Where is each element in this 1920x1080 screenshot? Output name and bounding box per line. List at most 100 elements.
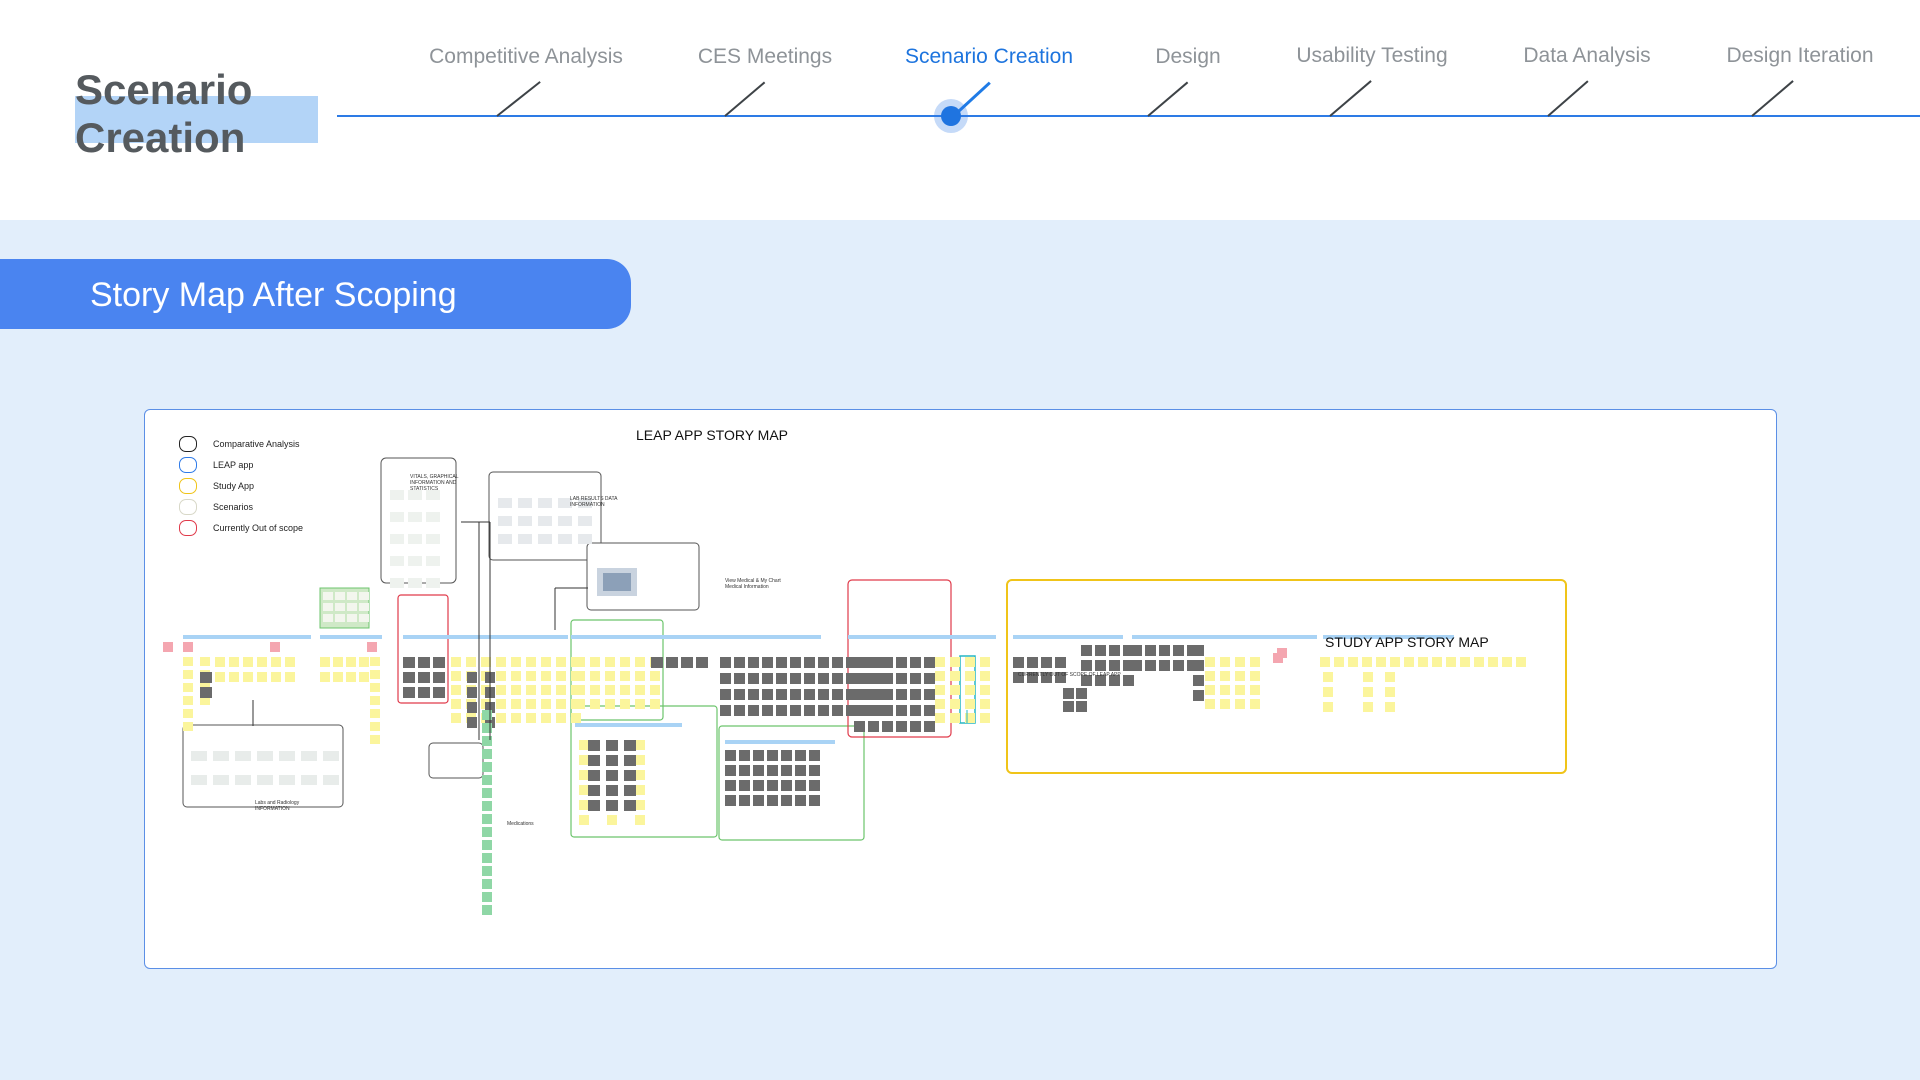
sticky-note [451,699,461,709]
sticky-note [271,657,281,667]
sticky-note [541,699,551,709]
sticky-note [767,750,778,761]
sticky-note [408,534,422,544]
sticky-note [762,705,773,716]
sticky-note [215,657,225,667]
sticky-note [846,657,857,668]
timeline-step-usability-testing[interactable]: Usability Testing [1296,44,1448,67]
sticky-note [874,657,885,668]
sticky-note [1446,657,1456,667]
timeline-step-design-iteration[interactable]: Design Iteration [1726,44,1874,67]
sticky-note [1323,687,1333,697]
sticky-note [496,671,506,681]
sticky-note [347,614,357,622]
epic-header-strip [1323,635,1409,639]
sticky-note [635,770,645,780]
sticky-note [579,755,589,765]
out-of-scope-note [183,642,193,652]
sticky-note [854,689,865,700]
sticky-note [1432,657,1442,667]
sticky-note [607,815,617,825]
sticky-note [370,722,380,731]
sticky-note [467,672,477,683]
sticky-note [910,689,921,700]
sticky-note [538,498,552,508]
sticky-note [335,603,345,611]
sticky-note [935,713,945,723]
sticky-note [408,578,422,588]
sticky-note [575,657,585,667]
sticky-note [346,672,356,682]
sticky-note [579,740,589,750]
sticky-note [467,717,477,728]
sticky-note [1205,699,1215,709]
sticky-note [482,762,492,772]
legend-label: Currently Out of scope [213,522,304,533]
sticky-note [482,879,492,889]
epic-header-strip [403,635,568,639]
timeline-step-competitive-analysis[interactable]: Competitive Analysis [429,45,623,68]
leap-app-story-map-title: LEAP APP STORY MAP [636,427,789,443]
sticky-note [762,657,773,668]
legend-swatch-icon [179,456,197,473]
sticky-note [1516,657,1526,667]
sticky-note [466,657,476,667]
sticky-note [1205,657,1215,667]
timeline-step-data-analysis[interactable]: Data Analysis [1523,44,1651,67]
epic-header-strip [1132,635,1218,639]
sticky-note [498,534,512,544]
timeline-step-ces-meetings[interactable]: CES Meetings [697,45,833,68]
sticky-note [496,699,506,709]
sticky-note [860,689,871,700]
sticky-note [1123,675,1134,686]
sticky-note [868,721,879,732]
timeline-step-scenario-creation[interactable]: Scenario Creation [904,45,1074,68]
sticky-note [541,713,551,723]
sticky-note [965,713,975,723]
sticky-note [868,689,879,700]
sticky-note [1205,685,1215,695]
timeline-step-design[interactable]: Design [1155,45,1221,68]
sticky-note [215,672,225,682]
sticky-note [323,592,333,600]
sticky-note [1055,657,1066,668]
sticky-note [910,705,921,716]
sticky-note [433,657,445,668]
sticky-note [590,657,600,667]
sticky-note [1187,645,1198,656]
sticky-note [588,755,600,766]
sticky-note [1095,645,1106,656]
sticky-note [1123,660,1134,671]
sticky-note [1220,699,1230,709]
sticky-note [1250,699,1260,709]
sticky-note [776,689,787,700]
sticky-note [965,685,975,695]
sticky-note [370,683,380,692]
sticky-note [578,534,592,544]
sticky-note [590,671,600,681]
sticky-note [482,723,492,733]
sticky-note [347,603,357,611]
sticky-note [1109,675,1120,686]
sticky-note [776,673,787,684]
sticky-note [588,740,600,751]
sticky-note [606,770,618,781]
study-app-frame [1006,579,1567,774]
sticky-note [556,699,566,709]
sticky-note [518,498,532,508]
sticky-note [538,534,552,544]
sticky-note [606,785,618,796]
sticky-note [320,657,330,667]
sticky-note [200,687,212,698]
epic-header-strip [571,635,663,639]
sticky-note [526,699,536,709]
sticky-note [1013,657,1024,668]
sticky-note [882,673,893,684]
sticky-note [482,866,492,876]
sticky-note [333,672,343,682]
sticky-note [846,689,857,700]
sticky-note [980,713,990,723]
sticky-note [795,795,806,806]
